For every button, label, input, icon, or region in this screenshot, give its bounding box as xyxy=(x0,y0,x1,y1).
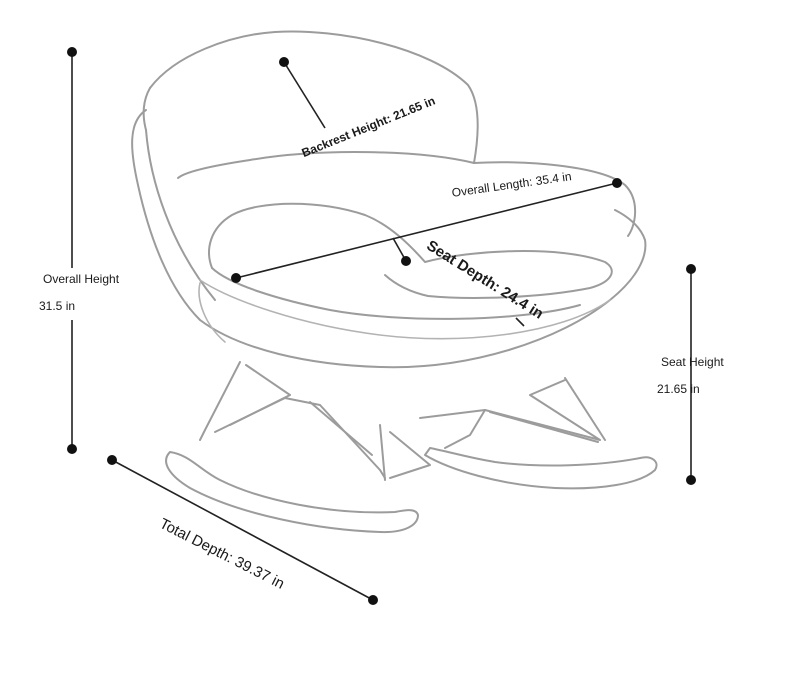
total-depth-left-dot xyxy=(107,455,117,465)
total-depth-line xyxy=(111,459,374,601)
overall-height-label: Overall Height xyxy=(43,272,120,286)
rocking-chair-outline xyxy=(131,30,658,534)
seat-height-value: 21.65 in xyxy=(657,382,700,396)
seat-height-top-dot xyxy=(686,264,696,274)
seat-height-bottom-dot xyxy=(686,475,696,485)
seat-depth-line-lower xyxy=(515,317,525,327)
overall-height-value: 31.5 in xyxy=(39,299,76,313)
total-depth-right-dot xyxy=(368,595,378,605)
overall-height-bottom-dot xyxy=(67,444,77,454)
seat-height-label: Seat Height xyxy=(661,355,724,369)
overall-length-line xyxy=(235,182,618,279)
dimension-lines xyxy=(67,47,696,605)
overall-length-right-dot xyxy=(612,178,622,188)
seat-depth-dot xyxy=(401,256,411,266)
backrest-height-line xyxy=(283,61,326,129)
backrest-height-dot xyxy=(279,57,289,67)
overall-height-top-dot xyxy=(67,47,77,57)
overall-length-left-dot xyxy=(231,273,241,283)
